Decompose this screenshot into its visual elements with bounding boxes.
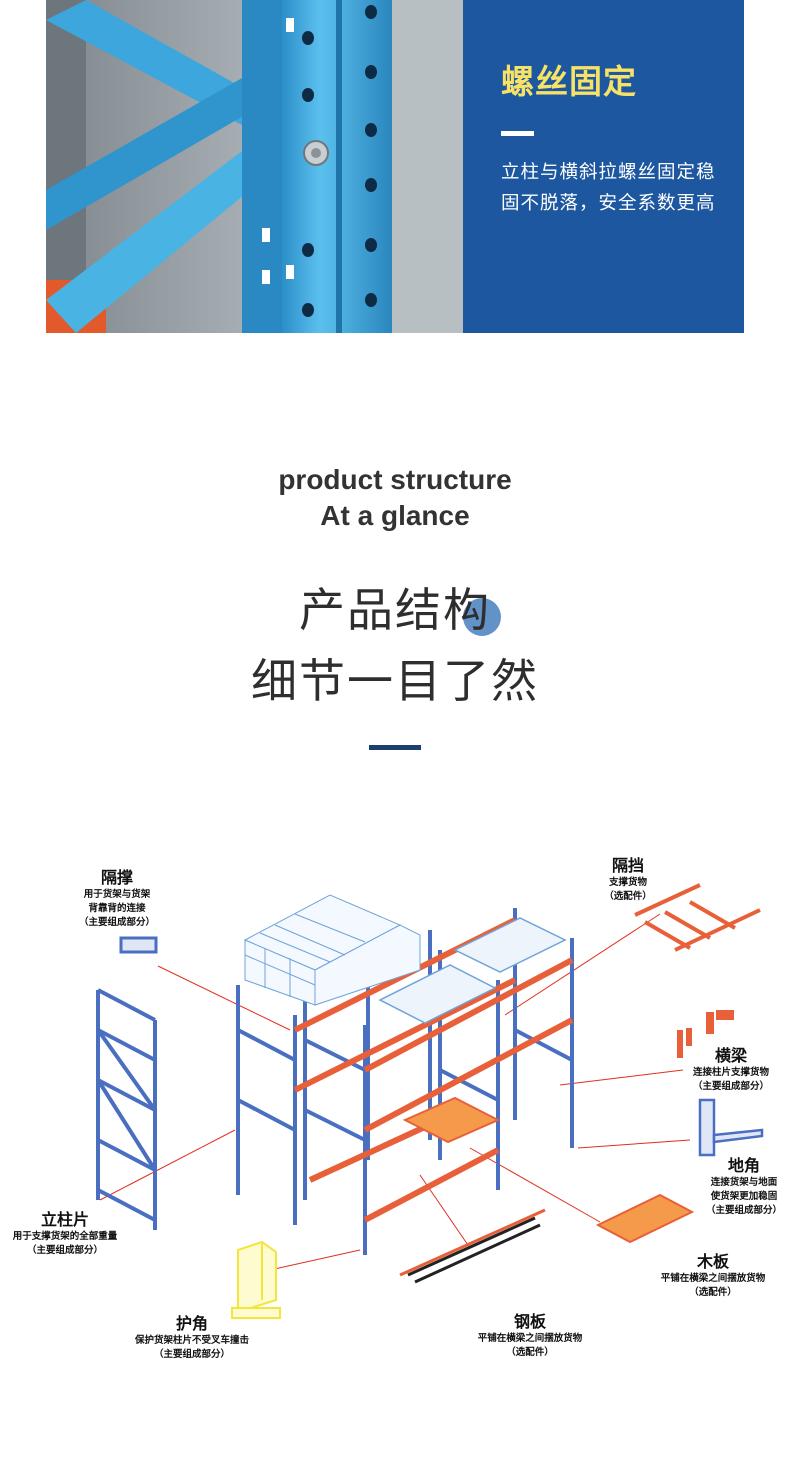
label-spacer: 隔撑 用于货架与货架 背靠背的连接 （主要组成部分）: [78, 868, 155, 928]
feature-panel: 螺丝固定 立柱与横斜拉螺丝固定稳固不脱落，安全系数更高: [463, 0, 744, 333]
section-title-en-2: At a glance: [320, 500, 470, 531]
row-spacer: [119, 936, 158, 954]
label-wooden-board: 木板 平铺在横梁之间摆放货物 （选配件）: [660, 1252, 766, 1298]
feature-title: 螺丝固定: [501, 62, 637, 101]
steel-panel: [407, 1216, 541, 1284]
cargo-stack: [243, 894, 421, 1006]
upright-frame: [96, 988, 157, 1230]
decorative-dot: [463, 598, 501, 636]
divider-bar: [634, 883, 761, 952]
title-underline: [501, 131, 534, 136]
wooden-board: [595, 1193, 695, 1244]
leader-lines: [99, 913, 691, 1271]
section-title-cn-1: 产品结构: [299, 583, 491, 637]
section-title-cn-2: 细节一目了然: [251, 654, 539, 708]
label-beam: 横梁 连接柱片支撑货物 （主要组成部分）: [692, 1046, 769, 1092]
label-divider: 隔挡 支撑货物 （选配件）: [604, 856, 652, 902]
rack-closeup-photo: [46, 0, 463, 333]
beam-profiles: [677, 1010, 734, 1058]
pallets: [378, 917, 567, 1024]
label-upright-frame: 立柱片 用于支撑货架的全部重量 （主要组成部分）: [12, 1210, 118, 1256]
label-steel-panel: 钢板 平铺在横梁之间摆放货物 （选配件）: [477, 1312, 583, 1358]
label-floor-anchor: 地角 连接货架与地面 使货架更加稳固 （主要组成部分）: [705, 1156, 782, 1216]
board-in-rack: [402, 1096, 501, 1144]
feature-description: 立柱与横斜拉螺丝固定稳固不脱落，安全系数更高: [501, 162, 716, 214]
corner-guard: [231, 1240, 281, 1319]
rack-closeup-illustration: [46, 0, 463, 333]
floor-anchor: [698, 1098, 764, 1157]
rack-exploded-view: [96, 883, 764, 1319]
section-title-en-1: product structure: [278, 464, 512, 495]
heading-divider: [369, 745, 421, 750]
label-corner-guard: 护角 保护货架柱片不受叉车撞击 （主要组成部分）: [134, 1314, 249, 1360]
rack-structure-diagram: 隔撑 用于货架与货架 背靠背的连接 （主要组成部分） 隔挡 支撑货物 （选配件）…: [0, 830, 790, 1390]
